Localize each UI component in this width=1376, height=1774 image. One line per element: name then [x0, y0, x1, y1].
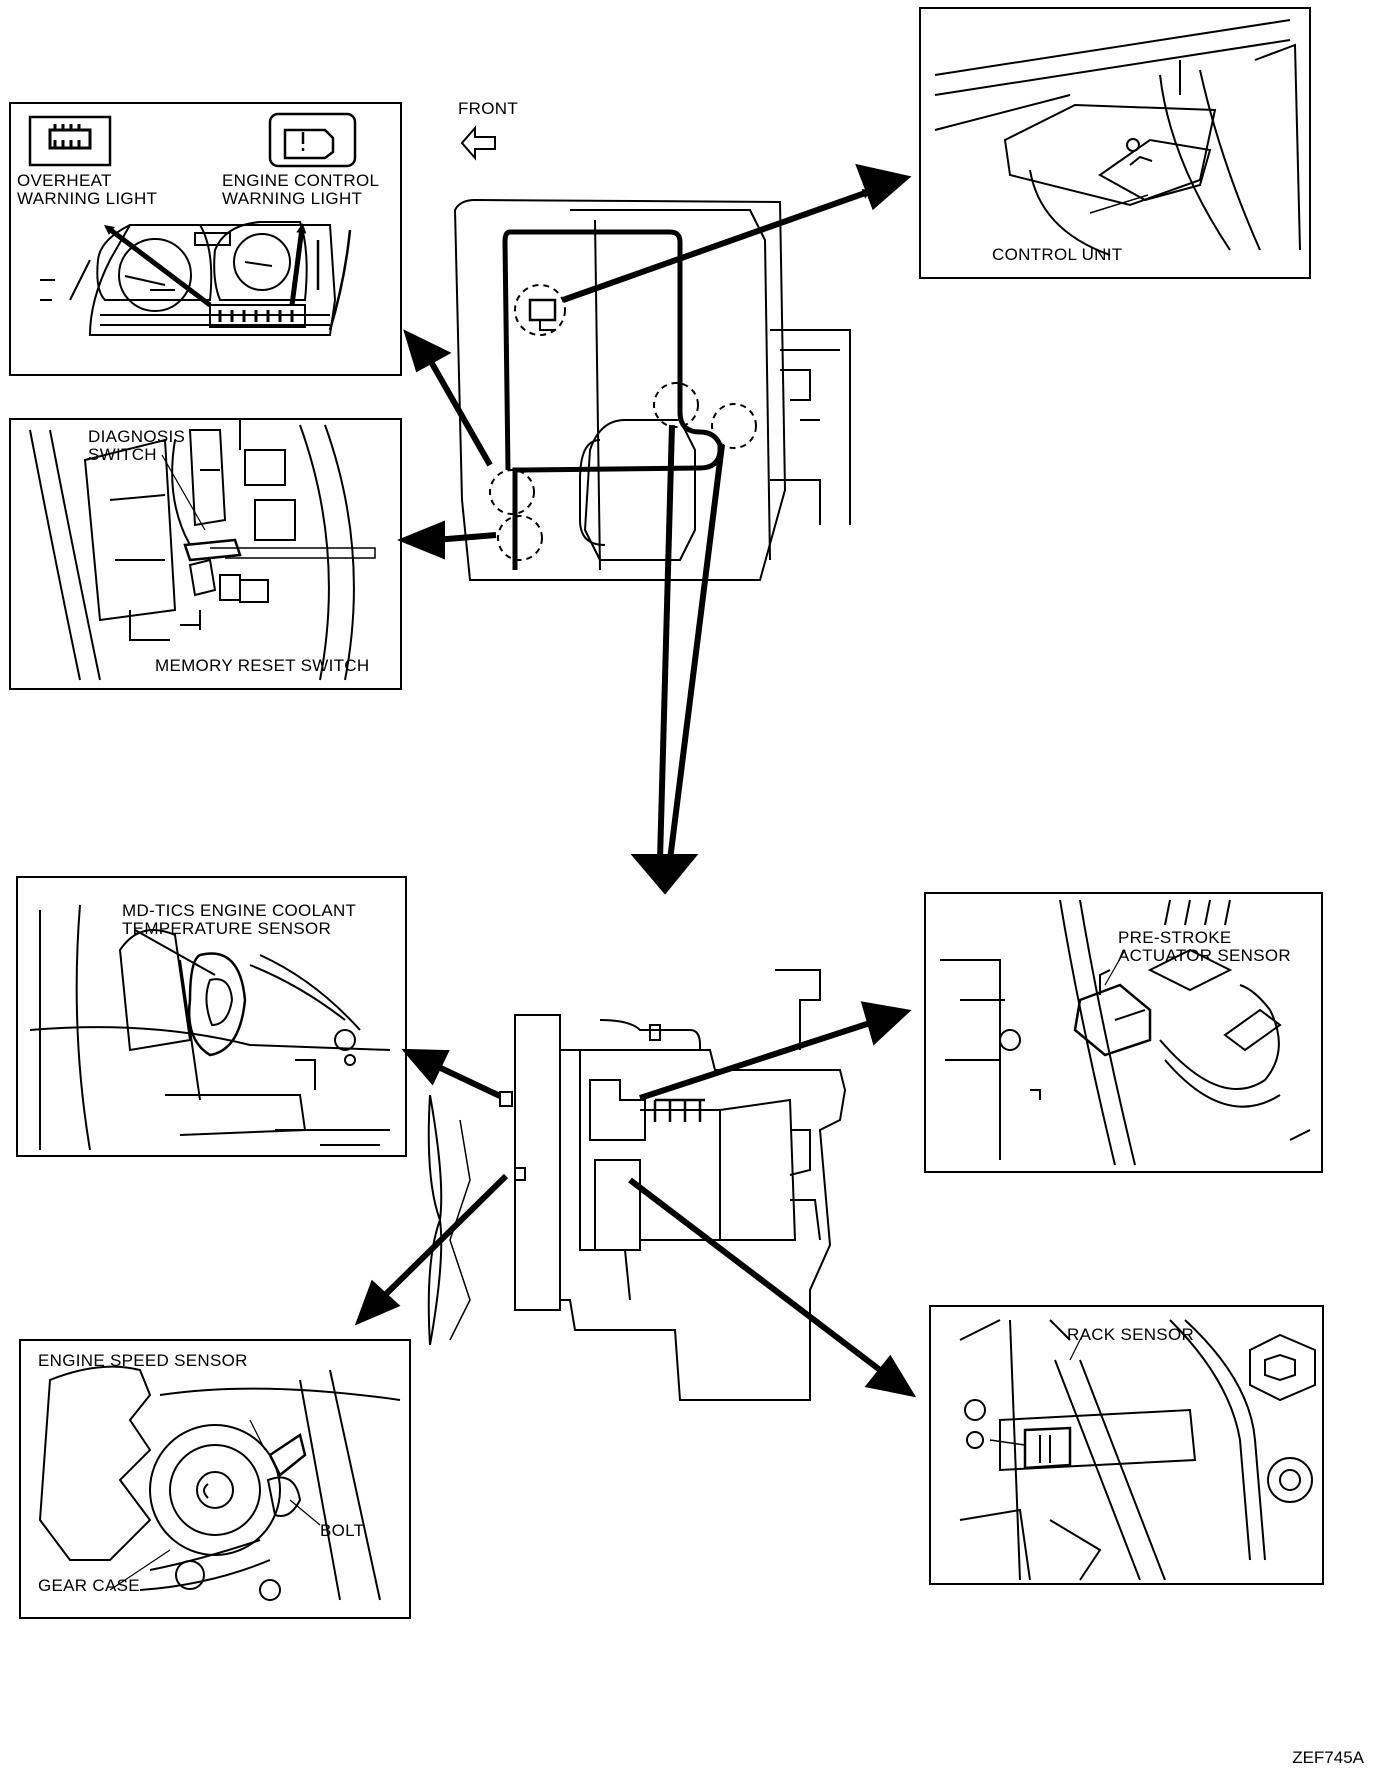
rack-sensor-label: RACK SENSOR: [1067, 1325, 1195, 1344]
engine-speed-sensor-label: ENGINE SPEED SENSOR: [38, 1351, 248, 1370]
control-unit-bracket: [1003, 103, 1217, 207]
diagnosis-switch-label: DIAGNOSIS SWITCH: [88, 427, 186, 464]
gear-case-label: GEAR CASE: [38, 1576, 140, 1595]
prestroke-actuator-sensor-label: PRE-STROKE ACTUATOR SENSOR: [1118, 928, 1291, 965]
overheat-icon: [28, 115, 112, 167]
front-arrow-icon: [460, 125, 496, 161]
prestroke-actuator-sensor: [1073, 983, 1152, 1057]
overheat-warning-light-label: OVERHEAT WARNING LIGHT: [17, 171, 158, 208]
figure-code: ZEF745A: [1292, 1748, 1364, 1767]
bolt: [266, 1476, 302, 1517]
prestroke-sensor-panel: [924, 892, 1323, 1173]
fuse-box: [83, 438, 177, 622]
memory-reset-switch-label: MEMORY RESET SWITCH: [155, 656, 370, 675]
cab-overview: [453, 198, 851, 581]
engine-speed-sensor-panel: [19, 1339, 411, 1619]
control-unit-label: CONTROL UNIT: [992, 245, 1123, 264]
fan-blade-lower: [427, 1219, 443, 1346]
coolant-sensor-panel: [16, 876, 407, 1157]
harness-route: [510, 229, 723, 570]
engine-speed-sensor: [268, 1432, 307, 1477]
overheat-pointer: [104, 224, 212, 307]
engine-control-icon: [268, 112, 357, 168]
engine-overview: [427, 969, 847, 1401]
fan-blade-upper: [427, 1094, 443, 1221]
engine-control-warning-light-label: ENGINE CONTROL WARNING LIGHT: [222, 171, 380, 208]
warning-light-cluster: [209, 304, 306, 328]
warning-lights-panel: [9, 102, 402, 376]
rack-sensor-panel: [929, 1305, 1324, 1585]
engine-control-pointer: [289, 223, 307, 306]
diagnosis-switch-panel: [9, 418, 402, 690]
control-unit-panel: [919, 7, 1311, 279]
tachometer: [213, 221, 308, 301]
front-label: FRONT: [458, 99, 519, 118]
pointer-arrows: [354, 163, 917, 1398]
coolant-temp-sensor: [188, 952, 247, 1057]
bolt-label: BOLT: [320, 1521, 365, 1540]
rack-sensor: [1023, 1426, 1072, 1470]
coolant-temp-sensor-label: MD-TICS ENGINE COOLANT TEMPERATURE SENSO…: [122, 901, 357, 938]
diagnosis-switch: [183, 538, 242, 562]
speedometer: [96, 224, 213, 301]
control-unit-location: [514, 284, 566, 336]
